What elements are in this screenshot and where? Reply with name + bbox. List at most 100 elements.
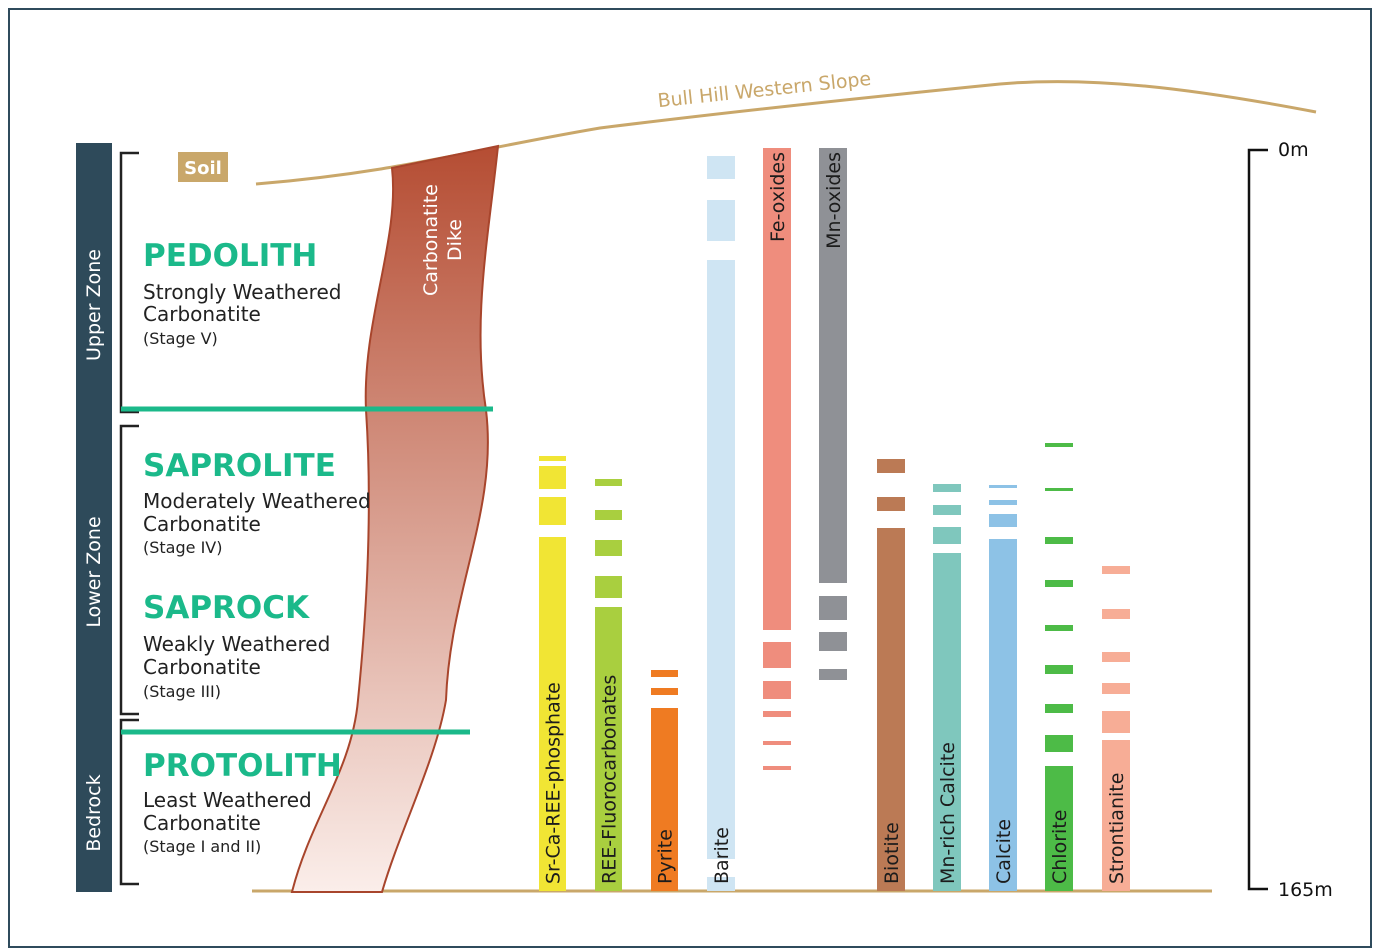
mineral-column-biotite: Biotite bbox=[877, 459, 905, 891]
mineral-segment bbox=[539, 456, 566, 461]
section-title: SAPROCK bbox=[143, 590, 310, 626]
mineral-label: Pyrite bbox=[655, 829, 677, 884]
section-title: PROTOLITH bbox=[143, 748, 342, 784]
mineral-segment bbox=[595, 576, 622, 598]
section-desc-line1: Weakly Weathered bbox=[143, 632, 330, 656]
mineral-label: Mn-oxides bbox=[823, 152, 845, 249]
mineral-segment bbox=[1045, 488, 1073, 491]
section-saprolite: SAPROLITE Moderately Weathered Carbonati… bbox=[143, 448, 371, 557]
section-pedolith: PEDOLITH Strongly Weathered Carbonatite … bbox=[143, 238, 341, 348]
section-saprock: SAPROCK Weakly Weathered Carbonatite (St… bbox=[143, 590, 330, 701]
mineral-segment bbox=[819, 632, 847, 651]
zone-label-lower: Lower Zone bbox=[83, 516, 105, 627]
mineral-segment bbox=[877, 459, 905, 473]
zone-label-bedrock: Bedrock bbox=[83, 774, 105, 851]
mineral-segment bbox=[1045, 665, 1073, 674]
mineral-segment bbox=[707, 200, 735, 241]
zone-bar bbox=[76, 143, 112, 892]
mineral-segment bbox=[707, 260, 735, 859]
section-protolith: PROTOLITH Least Weathered Carbonatite (S… bbox=[143, 748, 342, 856]
mineral-column-mn-rich-calcite: Mn-rich Calcite bbox=[933, 484, 961, 891]
mineral-segment bbox=[933, 484, 961, 492]
mineral-segment bbox=[819, 148, 847, 583]
mineral-segment bbox=[1045, 537, 1073, 544]
mineral-column-strontianite: Strontianite bbox=[1102, 566, 1130, 891]
mineral-segment bbox=[1045, 580, 1073, 587]
section-stage: (Stage IV) bbox=[143, 538, 222, 557]
mineral-label: Mn-rich Calcite bbox=[937, 742, 959, 884]
mineral-column-calcite: Calcite bbox=[989, 485, 1017, 891]
mineral-segment bbox=[989, 500, 1017, 505]
dike-label-line2: Dike bbox=[444, 219, 466, 261]
mineral-label: Strontianite bbox=[1106, 773, 1128, 884]
bracket-bedrock bbox=[119, 718, 139, 886]
depth-scale-bracket bbox=[1247, 148, 1268, 891]
mineral-segment bbox=[763, 642, 791, 668]
slope-label: Bull Hill Western Slope bbox=[657, 68, 873, 112]
mineral-segment bbox=[989, 514, 1017, 527]
dike-label-line1: Carbonatite bbox=[420, 184, 442, 296]
depth-scale-bottom: 165m bbox=[1278, 879, 1333, 901]
mineral-segment bbox=[539, 537, 566, 891]
mineral-segment bbox=[651, 708, 678, 891]
mineral-column-barite: Barite bbox=[707, 156, 735, 891]
mineral-segment bbox=[763, 148, 791, 630]
mineral-segment bbox=[1045, 704, 1073, 713]
mineral-segment bbox=[1045, 735, 1073, 752]
mineral-segment bbox=[877, 528, 905, 891]
mineral-column-sr-ca-ree-phosphate: Sr-Ca-REE-phosphate bbox=[539, 456, 566, 891]
section-desc-line1: Strongly Weathered bbox=[143, 280, 341, 304]
mineral-segment bbox=[819, 669, 847, 680]
mineral-column-mn-oxides: Mn-oxides bbox=[819, 148, 847, 680]
mineral-segment bbox=[763, 681, 791, 699]
mineral-segment bbox=[763, 711, 791, 717]
bracket-upper bbox=[119, 151, 139, 414]
mineral-segment bbox=[707, 877, 735, 891]
mineral-segment bbox=[819, 596, 847, 620]
mineral-segment bbox=[1102, 683, 1130, 694]
mineral-segment bbox=[595, 540, 622, 556]
section-title: PEDOLITH bbox=[143, 238, 317, 274]
mineral-segment bbox=[989, 539, 1017, 891]
mineral-label: Biotite bbox=[881, 822, 903, 884]
mineral-segment bbox=[1102, 566, 1130, 574]
mineral-label: Chlorite bbox=[1049, 810, 1071, 884]
mineral-label: REE-Fluorocarbonates bbox=[599, 675, 621, 884]
mineral-segment bbox=[1102, 609, 1130, 619]
mineral-segment bbox=[595, 479, 622, 486]
mineral-segment bbox=[1102, 740, 1130, 891]
mineral-label: Calcite bbox=[993, 819, 1015, 884]
mineral-segment bbox=[1102, 652, 1130, 662]
mineral-segment bbox=[1102, 711, 1130, 733]
mineral-segment bbox=[989, 485, 1017, 488]
section-desc-line1: Moderately Weathered bbox=[143, 489, 371, 513]
section-title: SAPROLITE bbox=[143, 448, 336, 484]
weathering-profile-diagram: Bull Hill Western Slope Soil Carbonatite… bbox=[76, 68, 1333, 901]
section-stage: (Stage V) bbox=[143, 329, 218, 348]
section-desc-line2: Carbonatite bbox=[143, 655, 261, 679]
mineral-column-pyrite: Pyrite bbox=[651, 670, 678, 891]
mineral-label: Sr-Ca-REE-phosphate bbox=[543, 682, 565, 884]
mineral-segment bbox=[707, 156, 735, 179]
mineral-column-ree-fluorocarbonates: REE-Fluorocarbonates bbox=[595, 479, 622, 891]
section-stage: (Stage III) bbox=[143, 682, 221, 701]
mineral-segment bbox=[651, 688, 678, 695]
section-stage: (Stage I and II) bbox=[143, 837, 261, 856]
mineral-label: Barite bbox=[711, 827, 733, 884]
mineral-column-chlorite: Chlorite bbox=[1045, 443, 1073, 891]
soil-badge bbox=[178, 152, 228, 182]
mineral-column-fe-oxides: Fe-oxides bbox=[763, 148, 791, 770]
mineral-segment bbox=[1045, 443, 1073, 447]
section-desc-line2: Carbonatite bbox=[143, 512, 261, 536]
mineral-segment bbox=[933, 505, 961, 515]
mineral-segment bbox=[539, 466, 566, 489]
mineral-segment bbox=[1045, 766, 1073, 891]
mineral-segment bbox=[595, 510, 622, 520]
section-desc-line2: Carbonatite bbox=[143, 302, 261, 326]
mineral-segment bbox=[651, 670, 678, 677]
mineral-segment bbox=[763, 741, 791, 745]
mineral-segment bbox=[933, 527, 961, 544]
mineral-segment bbox=[1045, 625, 1073, 631]
zone-label-upper: Upper Zone bbox=[83, 249, 105, 361]
